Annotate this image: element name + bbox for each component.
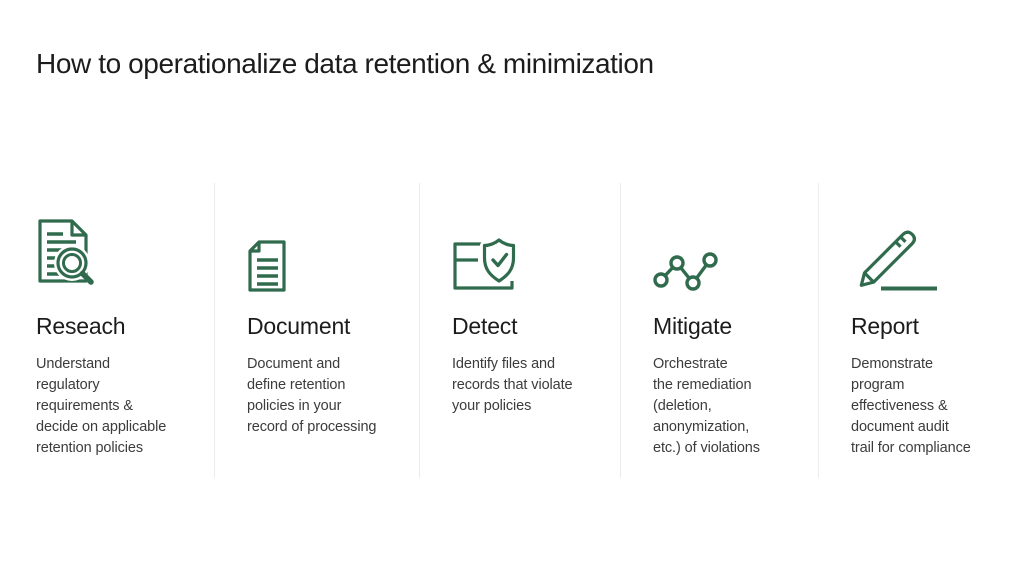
steps-row: Reseach Understand regulatory requiremen… — [12, 183, 1012, 478]
document-lines-icon — [248, 240, 286, 292]
step-body: Demonstrate program effectiveness & docu… — [851, 355, 971, 456]
step-column-report: Report Demonstrate program effectiveness… — [818, 183, 1012, 478]
page-title: How to operationalize data retention & m… — [36, 48, 654, 79]
step-icon-slot — [36, 215, 200, 293]
step-column-document: Document Document and define retention p… — [214, 183, 419, 478]
step-heading: Report — [851, 313, 919, 339]
step-heading: Detect — [452, 313, 518, 339]
step-body: Orchestrate the remediation (deletion, a… — [653, 355, 760, 456]
step-body: Understand regulatory requirements & dec… — [36, 355, 167, 456]
step-icon-slot — [851, 215, 998, 293]
step-body: Document and define retention policies i… — [247, 355, 377, 435]
step-column-mitigate: Mitigate Orchestrate the remediation (de… — [620, 183, 818, 478]
file-shield-check-icon — [453, 237, 518, 290]
step-column-reseach: Reseach Understand regulatory requiremen… — [12, 183, 214, 478]
step-heading: Reseach — [36, 313, 126, 339]
step-heading: Mitigate — [653, 313, 732, 339]
pencil-icon — [859, 230, 937, 291]
step-heading: Document — [247, 313, 351, 339]
chart-nodes-icon — [653, 252, 718, 291]
step-icon-slot — [653, 215, 804, 293]
document-search-icon — [38, 219, 94, 285]
step-icon-slot — [452, 215, 606, 293]
step-column-detect: Detect Identify files and records that v… — [419, 183, 620, 478]
step-body: Identify files and records that violate … — [452, 355, 573, 414]
step-icon-slot — [247, 215, 405, 293]
